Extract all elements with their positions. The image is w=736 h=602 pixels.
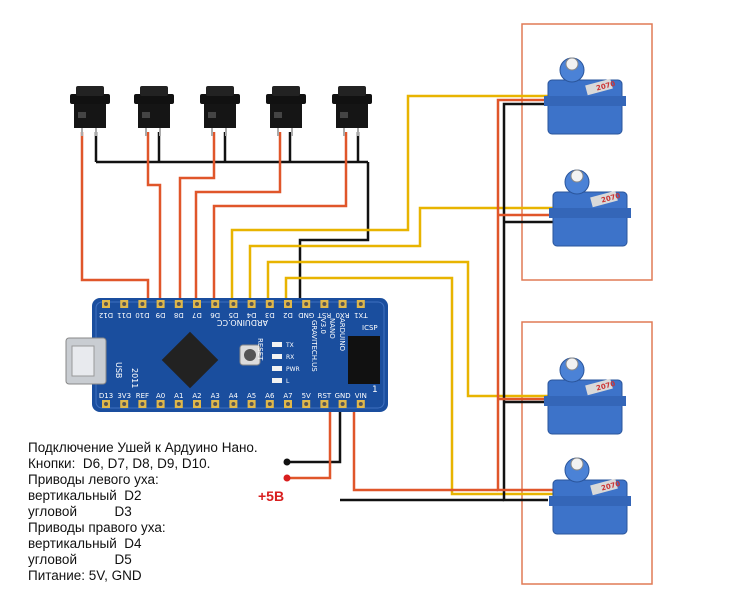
board-model-0: ARDUINO: [338, 318, 346, 351]
board-name: ARDUINO.CC: [217, 318, 268, 327]
servo-motor: 2070: [544, 357, 626, 435]
bottom-pin-label: RST: [318, 392, 332, 400]
servo-signal-wires: [230, 94, 555, 496]
top-pin-label: D6: [210, 311, 220, 319]
board-model-2: V3.0: [319, 318, 327, 334]
note-left-ear: Приводы левого уха:: [28, 472, 159, 487]
board-usb-label: USB: [114, 362, 123, 378]
board-model-1: NANO: [328, 318, 336, 339]
button-signal-wires: [80, 132, 348, 300]
note-power: Питание: 5V, GND: [28, 568, 142, 583]
button-ground-bus: [94, 132, 370, 300]
push-button: [134, 86, 174, 136]
bottom-pin-label: A0: [156, 392, 165, 400]
top-pin-label: D4: [246, 311, 256, 319]
note-left-vertical: вертикальный D2: [28, 488, 142, 503]
board-year: 2011: [130, 368, 139, 388]
board-led-pwr: PWR: [286, 366, 300, 373]
push-buttons: [70, 86, 372, 136]
top-pin-label: D10: [135, 311, 149, 319]
servo-motors: 2070 2070 2070 2070: [544, 57, 631, 535]
bottom-pin-label: A1: [174, 392, 183, 400]
servo-ground-wires: [288, 102, 553, 502]
top-pin-label: D12: [99, 311, 113, 319]
gnd-terminal-dot: [283, 458, 291, 466]
board-reset-label: RESET: [256, 338, 264, 361]
top-pin-label: RST: [317, 311, 331, 319]
note-right-vertical: вертикальный D4: [28, 536, 142, 551]
top-pin-label: D2: [283, 311, 293, 319]
push-button: [70, 86, 110, 136]
note-right-ear: Приводы правого уха:: [28, 520, 166, 535]
bottom-pin-label: REF: [136, 392, 149, 400]
board-led-tx: TX: [285, 342, 294, 349]
bottom-pin-label: 5V: [302, 392, 311, 400]
bottom-pin-label: A3: [211, 392, 220, 400]
bottom-pin-label: A4: [229, 392, 239, 400]
push-button: [266, 86, 306, 136]
bottom-pin-label: VIN: [355, 392, 367, 400]
board-icsp-label: ICSP: [362, 324, 378, 332]
bottom-pin-label: A6: [265, 392, 275, 400]
servo-motor: 2070: [549, 457, 631, 535]
icsp-header: [348, 336, 380, 384]
top-pin-label: D11: [117, 311, 131, 319]
power-terminal-dot: [283, 474, 291, 482]
bottom-pin-label: A2: [192, 392, 201, 400]
servo-motor: 2070: [544, 57, 626, 135]
top-pin-label: D9: [156, 311, 166, 319]
servo-motor: 2070: [549, 169, 631, 247]
bottom-pin-label: D13: [99, 392, 113, 400]
note-title: Подключение Ушей к Ардуино Нано.: [28, 440, 258, 455]
push-button: [332, 86, 372, 136]
note-right-angle: угловой D5: [28, 552, 132, 567]
bottom-pin-label: GND: [335, 392, 351, 400]
servo-power-wires: [288, 98, 553, 492]
power-label: +5В: [258, 488, 285, 504]
board-led-l: L: [286, 378, 290, 385]
arduino-nano-board: ARDUINO.CC USB 2011 RESET GRAVITECH.US A…: [65, 298, 388, 412]
push-button: [200, 86, 240, 136]
board-pin1-label: 1: [372, 385, 378, 395]
bottom-pin-label: A5: [247, 392, 256, 400]
top-pin-label: GND: [298, 311, 314, 319]
top-pin-label: D3: [265, 311, 275, 319]
top-pin-label: D5: [228, 311, 238, 319]
bottom-pin-label: 3V3: [117, 392, 131, 400]
top-pin-label: D8: [174, 311, 184, 319]
bottom-pin-label: A7: [283, 392, 292, 400]
top-pin-label: RX0: [336, 311, 350, 319]
board-led-rx: RX: [286, 354, 294, 361]
top-pin-label: TX1: [354, 311, 369, 319]
left-ear-servo-frame: [521, 23, 653, 281]
note-left-angle: угловой D3: [28, 504, 132, 519]
note-buttons: Кнопки: D6, D7, D8, D9, D10.: [28, 456, 211, 471]
board-brand: GRAVITECH.US: [310, 320, 318, 372]
top-pin-label: D7: [192, 311, 202, 319]
right-ear-servo-frame: [521, 321, 653, 585]
